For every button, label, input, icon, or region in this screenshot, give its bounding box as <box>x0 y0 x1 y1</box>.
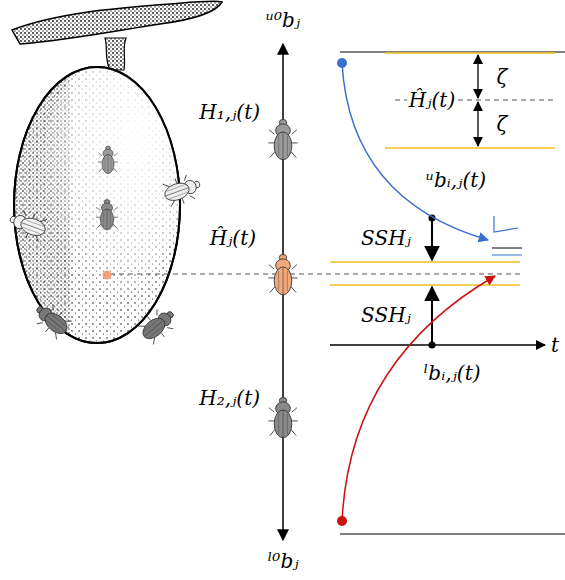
math-label: t <box>549 334 561 357</box>
math-label: ᵘ⁰bⱼ <box>264 9 302 32</box>
math-label: ˡ⁰bⱼ <box>266 550 301 573</box>
math-label: Ĥⱼ(t) <box>208 227 258 250</box>
math-label: ˡbᵢ,ⱼ(t) <box>422 362 483 385</box>
math-label: Ĥⱼ(t) <box>407 89 457 112</box>
math-label: ζ <box>495 113 510 136</box>
math-label: ζ <box>495 66 510 89</box>
math-label: H₂,ⱼ(t) <box>197 387 262 410</box>
math-label: H₁,ⱼ(t) <box>197 101 262 124</box>
math-label: SSHⱼ <box>359 304 413 327</box>
math-label: SSHⱼ <box>359 227 413 250</box>
math-label: ᵘbᵢ,ⱼ(t) <box>424 169 488 192</box>
